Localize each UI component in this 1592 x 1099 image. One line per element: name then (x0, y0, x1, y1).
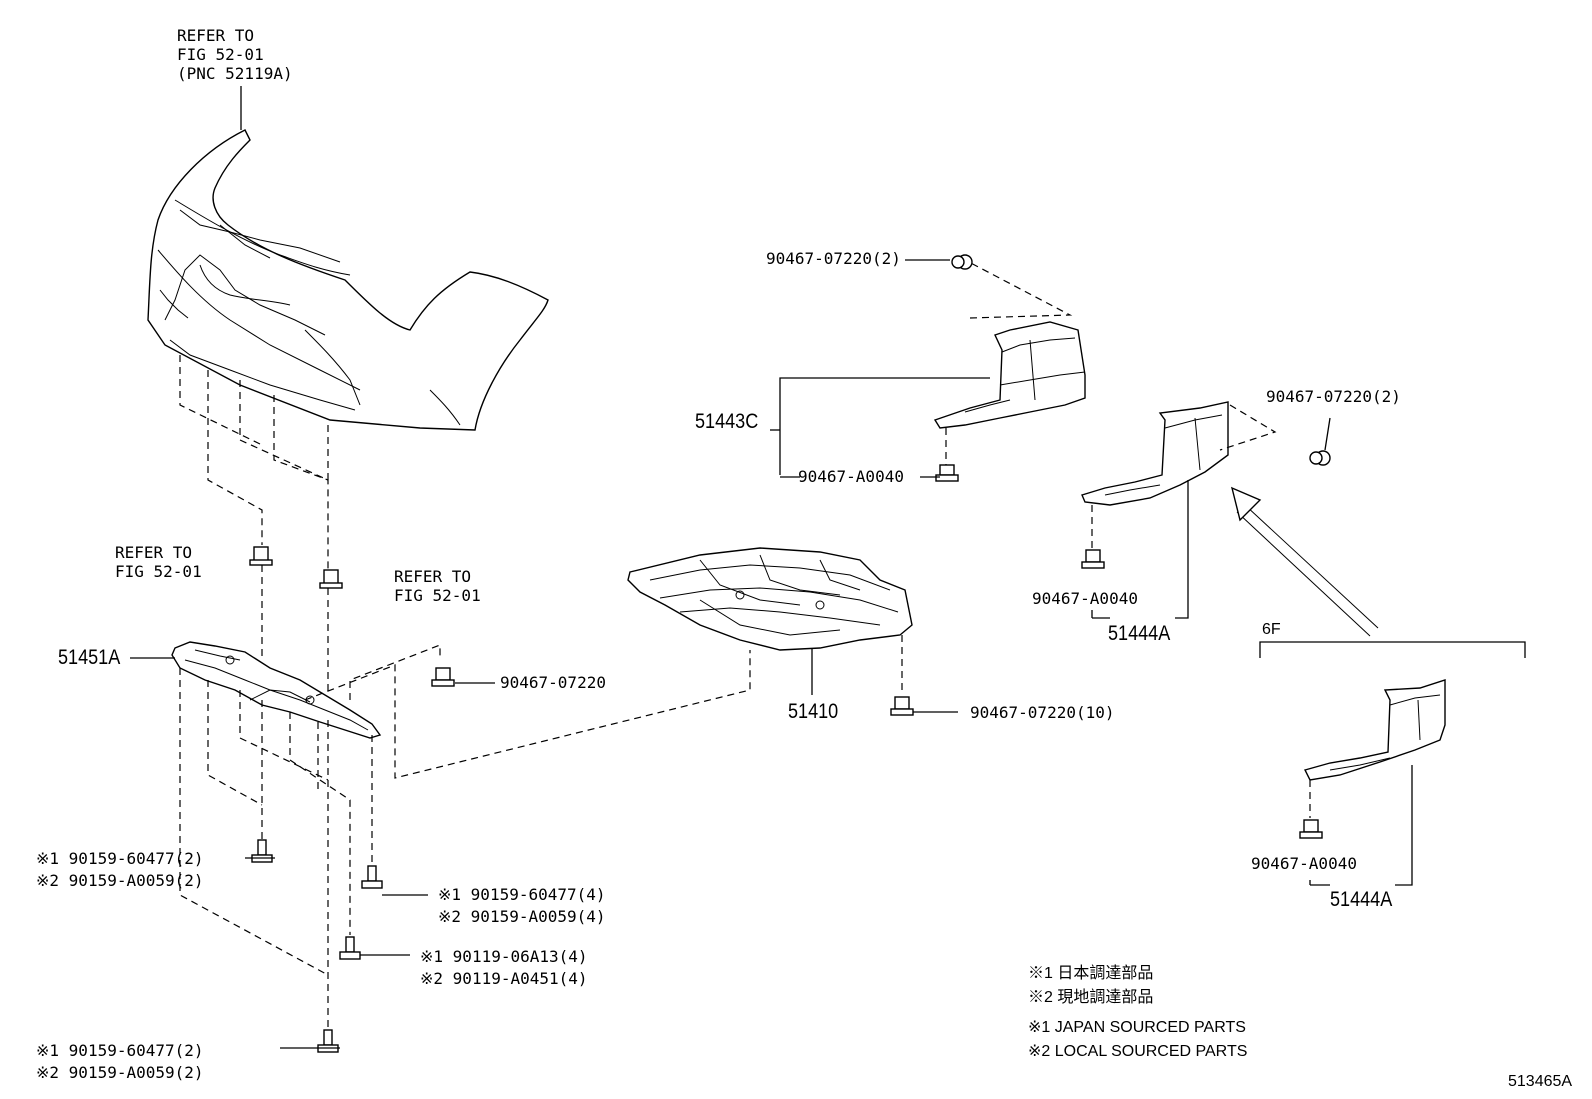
clip-A0040-mid-label: 90467-A0040 (798, 467, 904, 486)
refer-clip-right-line1: REFER TO (394, 567, 472, 586)
bolt-b-japan-label: ※1 90159-60477(4) (438, 885, 606, 904)
screw-c-local-label: ※2 90119-A0451(4) (420, 969, 588, 988)
legend-jp-local: ※2 現地調達部品 (1028, 989, 1154, 1006)
legend-en-japan: ※1 JAPAN SOURCED PARTS (1028, 1019, 1246, 1036)
refer-bumper-line3: (PNC 52119A) (177, 64, 293, 83)
variant-6F-label: 6F (1262, 621, 1281, 638)
screw-c-illustration (339, 936, 361, 960)
figure-code: 513465A (1508, 1073, 1573, 1090)
clip-lower-illustration (1299, 819, 1323, 839)
engine-undercover-51410-illustration (627, 547, 913, 651)
refer-clip-left-line2: FIG 52-01 (115, 562, 202, 581)
clip-07220-2-top-label: 90467-07220(2) (766, 249, 901, 268)
bolt-b-illustration (361, 865, 383, 889)
side-cover-51444A-upper-illustration (1081, 401, 1229, 506)
legend-jp-japan: ※1 日本調達部品 (1028, 965, 1154, 982)
refer-clip-right-line2: FIG 52-01 (394, 586, 481, 605)
lower-cover-51451A-illustration (171, 641, 382, 739)
clip-07220-2-right-label: 90467-07220(2) (1266, 387, 1401, 406)
part-51410-label: 51410 (788, 700, 839, 723)
direction-arrow (1230, 486, 1379, 637)
splash-shield-51443C-illustration (933, 321, 1086, 429)
bolt-d-illustration (317, 1029, 339, 1053)
bolt-d-local-label: ※2 90159-A0059(2) (36, 1063, 204, 1082)
part-51451A-label: 51451A (58, 646, 121, 669)
bolt-a-local-label: ※2 90159-A0059(2) (36, 871, 204, 890)
bolt-b-local-label: ※2 90159-A0059(4) (438, 907, 606, 926)
clip-mid-illustration (935, 464, 959, 482)
clip-07220-label: 90467-07220 (500, 673, 606, 692)
clip-A0040-lower-label: 90467-A0040 (1251, 854, 1357, 873)
variant-6F-bracket (1259, 641, 1526, 658)
part-51443C-label: 51443C (695, 410, 759, 433)
bolt-a-illustration (251, 839, 273, 863)
side-cover-51444A-lower-illustration (1303, 679, 1446, 781)
refer-clip-left-line1: REFER TO (115, 543, 193, 562)
clip-07220-10-label: 90467-07220(10) (970, 703, 1115, 722)
part-51444A-upper-label: 51444A (1108, 622, 1171, 645)
legend-en-local: ※2 LOCAL SOURCED PARTS (1028, 1043, 1248, 1060)
clip-right-mid-illustration (1081, 549, 1105, 569)
refer-bumper-line2: FIG 52-01 (177, 45, 264, 64)
clip-right-illustration (319, 569, 343, 589)
refer-bumper-line1: REFER TO (177, 26, 255, 45)
screw-c-japan-label: ※1 90119-06A13(4) (420, 947, 588, 966)
front-bumper-illustration (147, 129, 549, 431)
clip-right-top-illustration (1309, 450, 1331, 466)
bolt-a-japan-label: ※1 90159-60477(2) (36, 849, 204, 868)
clip-07220-10-illustration (890, 696, 914, 716)
clip-left-illustration (249, 546, 273, 566)
bolt-d-japan-label: ※1 90159-60477(2) (36, 1041, 204, 1060)
part-51444A-lower-label: 51444A (1330, 888, 1393, 911)
clip-top-illustration (951, 254, 973, 270)
clip-07220-illustration (431, 667, 455, 687)
clip-A0040-right-label: 90467-A0040 (1032, 589, 1138, 608)
